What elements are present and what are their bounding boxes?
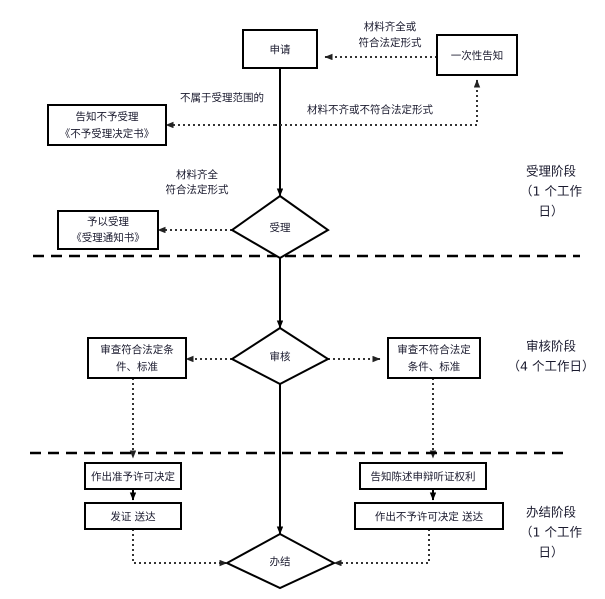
node-reject-notice-shape xyxy=(47,104,167,146)
node-permit-deny-shape xyxy=(354,502,504,530)
node-reject-notice-label-line2: 《不予受理决定书》 xyxy=(60,127,155,140)
node-permit-grant-label: 作出准予许可决定 xyxy=(91,470,175,483)
node-permit-deny[interactable]: 作出不予许可决定 送达 xyxy=(354,502,504,530)
node-review-fail-label-line1: 审查不符合法定 xyxy=(397,343,471,356)
stage-label-review: 审核阶段 （4 个工作日） xyxy=(508,339,595,374)
stage-dividers xyxy=(30,254,580,455)
stage-label-accept-line2: （1 个工作 xyxy=(520,184,582,199)
node-permit-grant-shape xyxy=(84,462,182,490)
node-hearing-rights[interactable]: 告知陈述申辩听证权利 xyxy=(359,462,487,490)
node-accept-notice-label-line1: 予以受理 xyxy=(87,216,129,228)
stage-labels: 受理阶段 （1 个工作 日） 审核阶段 （4 个工作日） 办结阶段 （1 个工作… xyxy=(508,164,595,560)
node-apply[interactable]: 申请 xyxy=(242,29,318,69)
node-issue-deliver[interactable]: 发证 送达 xyxy=(84,502,182,530)
edge-label-insufficient-materials: 材料不齐或不符合法定形式 xyxy=(307,103,433,116)
node-apply-shape xyxy=(242,29,318,69)
node-permit-grant[interactable]: 作出准予许可决定 xyxy=(84,462,182,490)
node-review-fail[interactable]: 审查不符合法定 条件、标准 xyxy=(387,337,481,379)
edge-label-materials-full-line2: 符合法定形式 xyxy=(166,183,229,196)
stage-label-accept: 受理阶段 （1 个工作 日） xyxy=(520,164,582,219)
node-complete-shape xyxy=(224,532,337,590)
node-apply-label: 申请 xyxy=(270,43,291,56)
node-one-time-notice-shape xyxy=(436,34,518,76)
node-accept-notice[interactable]: 予以受理 《受理通知书》 xyxy=(57,210,159,250)
stage-label-accept-line3: 日） xyxy=(538,204,563,219)
node-accept-label: 受理 xyxy=(270,222,291,234)
nodes: 申请 一次性告知 告知不予受理 《不予受理决定书》 予以受理 《受理通知书》 xyxy=(47,29,518,590)
node-accept-shape xyxy=(230,194,330,260)
stage-label-complete-line1: 办结阶段 xyxy=(526,505,576,520)
node-accept-notice-shape xyxy=(57,210,159,250)
node-complete-label: 办结 xyxy=(270,555,291,568)
node-review-pass-label-line2: 件、标准 xyxy=(116,361,158,373)
node-permit-deny-label: 作出不予许可决定 送达 xyxy=(375,510,484,523)
node-review-fail-shape xyxy=(387,337,481,379)
stage-label-accept-line1: 受理阶段 xyxy=(526,164,576,179)
node-review-pass-label-line1: 审查符合法定条 xyxy=(100,343,174,356)
node-review-pass[interactable]: 审查符合法定条 件、标准 xyxy=(87,337,187,379)
node-review-shape xyxy=(230,326,330,386)
node-one-time-notice[interactable]: 一次性告知 xyxy=(436,34,518,76)
node-hearing-rights-label: 告知陈述申辩听证权利 xyxy=(371,470,476,483)
stage-label-complete-line2: （1 个工作 xyxy=(520,525,582,540)
stage-label-review-line2: （4 个工作日） xyxy=(508,359,595,374)
node-complete[interactable]: 办结 xyxy=(224,532,337,590)
edge-insufficient-materials-to-onetime xyxy=(275,79,481,126)
edge-label-materials-ok-line1: 材料齐全或 xyxy=(364,20,417,33)
node-accept-notice-label-line2: 《受理通知书》 xyxy=(71,231,145,244)
stage-label-complete: 办结阶段 （1 个工作 日） xyxy=(520,505,582,560)
node-review-pass-shape xyxy=(87,337,187,379)
node-accept[interactable]: 受理 xyxy=(230,194,330,260)
edge-labels: 材料齐全或 符合法定形式 不属于受理范围的 材料不齐或不符合法定形式 材料齐全 … xyxy=(166,20,434,196)
edge-deny-to-complete xyxy=(333,529,430,567)
node-hearing-rights-shape xyxy=(359,462,487,490)
node-one-time-notice-label: 一次性告知 xyxy=(451,49,504,62)
node-reject-notice-label-line1: 告知不予受理 xyxy=(76,110,139,123)
node-review[interactable]: 审核 xyxy=(230,326,330,386)
stage-label-complete-line3: 日） xyxy=(538,545,563,560)
connectors xyxy=(129,53,481,567)
node-review-label: 审核 xyxy=(270,350,291,363)
node-issue-deliver-shape xyxy=(84,502,182,530)
stage-label-review-line1: 审核阶段 xyxy=(526,339,576,354)
node-review-fail-label-line2: 条件、标准 xyxy=(408,360,461,373)
edge-issue-to-complete xyxy=(132,529,228,567)
edge-label-materials-full-line1: 材料齐全 xyxy=(176,168,218,181)
node-reject-notice[interactable]: 告知不予受理 《不予受理决定书》 xyxy=(47,104,167,146)
edge-label-out-of-scope: 不属于受理范围的 xyxy=(180,91,264,104)
node-issue-deliver-label: 发证 送达 xyxy=(110,510,156,523)
edge-label-materials-ok-line2: 符合法定形式 xyxy=(359,36,422,49)
